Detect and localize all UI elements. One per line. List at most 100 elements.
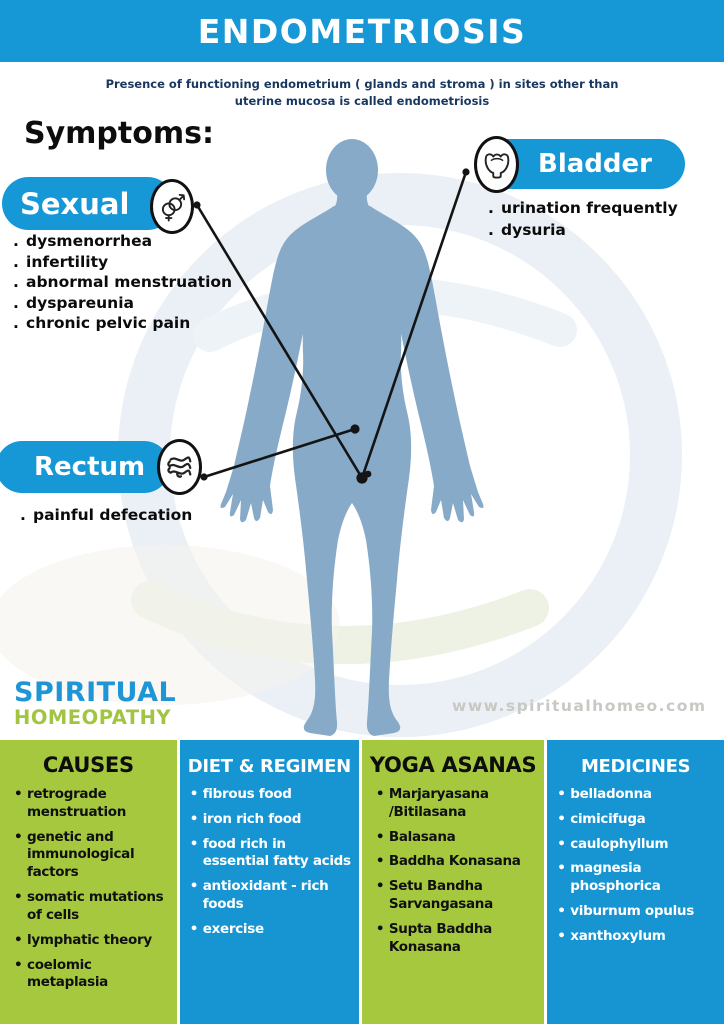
list-item-text: retrograde menstruation [27, 786, 127, 820]
bullet: • [557, 835, 566, 852]
list-item-text: coelomic metaplasia [27, 956, 108, 991]
symptom-text: abnormal menstruation [26, 273, 233, 291]
list-item: • magnesia phosphorica [557, 860, 716, 896]
list-item: • cimicifuga [557, 811, 716, 829]
diet-list: • fibrous food • iron rich food • food r… [188, 786, 351, 939]
bullet: . [13, 314, 19, 332]
list-item: • retrograde menstruation [14, 786, 169, 822]
list-item: • viburnum opulus [557, 903, 716, 921]
list-item: • caulophyllum [557, 836, 716, 854]
sexual-pill-label: Sexual [20, 186, 130, 221]
rectum-pill-label: Rectum [34, 452, 146, 482]
bullet: • [375, 878, 385, 895]
section-title: CAUSES [42, 753, 134, 777]
list-item-text: xanthoxylum [570, 927, 666, 944]
list-item-text: cimicifuga [570, 810, 646, 827]
symptom-item: . infertility [13, 252, 232, 273]
section-title: MEDICINES [580, 756, 691, 777]
symptom-text: painful defecation [33, 506, 193, 524]
bullet: • [14, 786, 23, 802]
symptom-item: . dysuria [488, 219, 678, 241]
list-item: • lymphatic theory [14, 932, 169, 950]
bullet: • [557, 927, 566, 944]
bullet: . [20, 506, 26, 524]
list-item: • Setu Bandha Sarvangasana [376, 878, 536, 914]
list-item-text: viburnum opulus [570, 903, 694, 920]
sexual-symptom-list: . dysmenorrhea . infertility . abnormal … [13, 231, 232, 334]
list-item: • Marjaryasana /Bitilasana [376, 786, 536, 822]
symptom-item: . chronic pelvic pain [13, 313, 232, 334]
section-title: DIET & REGIMEN [187, 756, 351, 777]
list-item: • Supta Baddha Konasana [376, 921, 536, 957]
list-item-text: Balasana [388, 828, 456, 845]
list-item: • food rich in essential fatty acids [190, 836, 351, 872]
list-item: • Balasana [376, 829, 536, 847]
yoga-list: • Marjaryasana /Bitilasana • Balasana • … [370, 786, 536, 957]
list-item-text: somatic mutations of cells [27, 889, 164, 923]
bullet: • [557, 810, 566, 827]
list-item-text: fibrous food [202, 786, 292, 802]
rectum-symptom-list: . painful defecation [20, 504, 192, 526]
list-item-text: genetic and immunological factors [27, 828, 135, 881]
medicines-list: • belladonna • cimicifuga • caulophyllum… [555, 786, 716, 946]
bullet: • [14, 889, 23, 906]
bullet: • [375, 920, 385, 937]
symptom-item: . painful defecation [20, 504, 192, 526]
bullet: . [13, 232, 19, 250]
list-item-text: iron rich food [202, 810, 302, 827]
symptom-item: . abnormal menstruation [13, 272, 232, 293]
bullet: • [557, 903, 566, 920]
bullet: • [557, 786, 566, 802]
brand-logo: SPIRITUAL HOMEOPATHY [14, 679, 176, 728]
list-item: • xanthoxylum [557, 928, 716, 946]
connector-lines [195, 171, 468, 479]
symptom-text: dyspareunia [26, 293, 134, 312]
info-sections: CAUSES • retrograde menstruation • genet… [0, 740, 724, 1024]
symptom-item: . dyspareunia [13, 293, 232, 314]
connector-dots [193, 168, 470, 484]
symptoms-heading: Symptoms: [24, 116, 214, 151]
list-item-text: Supta Baddha Konasana [388, 920, 492, 955]
bullet: . [13, 293, 19, 312]
brand-name-line2: HOMEOPATHY [14, 706, 172, 729]
bullet: • [375, 853, 385, 870]
bullet: • [189, 835, 199, 852]
bladder-icon [484, 152, 509, 179]
list-item-text: lymphatic theory [27, 931, 152, 948]
bullet: • [557, 860, 566, 877]
list-item-text: Marjaryasana /Bitilasana [388, 786, 489, 820]
bullet: . [488, 199, 494, 217]
list-item: • coelomic metaplasia [14, 957, 169, 993]
symptom-item: . dysmenorrhea [13, 231, 232, 252]
list-item: • fibrous food [190, 786, 351, 804]
bladder-pill-label: Bladder [538, 149, 652, 179]
list-item: • Baddha Konasana [376, 853, 536, 871]
bullet: • [375, 828, 385, 845]
symptom-text: chronic pelvic pain [26, 314, 191, 332]
bladder-symptom-list: . urination frequently . dysuria [488, 197, 678, 241]
symptom-text: infertility [26, 252, 109, 271]
website-url: www.spiritualhomeo.com [452, 697, 707, 715]
bullet: • [189, 878, 199, 895]
bullet: • [14, 956, 23, 973]
body-silhouette [220, 139, 484, 736]
bullet: • [189, 920, 199, 937]
list-item-text: food rich in essential fatty acids [202, 835, 351, 870]
bladder-icon-badge [474, 136, 519, 193]
bullet: • [189, 810, 199, 827]
brand-name-line1: SPIRITUAL [14, 677, 177, 708]
list-item: • iron rich food [190, 811, 351, 829]
header-bar: ENDOMETRIOSIS [0, 0, 724, 62]
page-title: ENDOMETRIOSIS [197, 11, 527, 51]
gender-symbols-icon [161, 193, 186, 221]
list-item: • antioxidant - rich foods [190, 878, 351, 914]
list-item: • genetic and immunological factors [14, 829, 169, 882]
bullet: • [375, 786, 385, 802]
symptom-item: . urination frequently [488, 197, 678, 219]
list-item: • somatic mutations of cells [14, 889, 169, 925]
list-item-text: antioxidant - rich foods [202, 878, 329, 913]
section-title: YOGA ASANAS [369, 753, 537, 777]
sexual-pill: Sexual [2, 177, 174, 230]
